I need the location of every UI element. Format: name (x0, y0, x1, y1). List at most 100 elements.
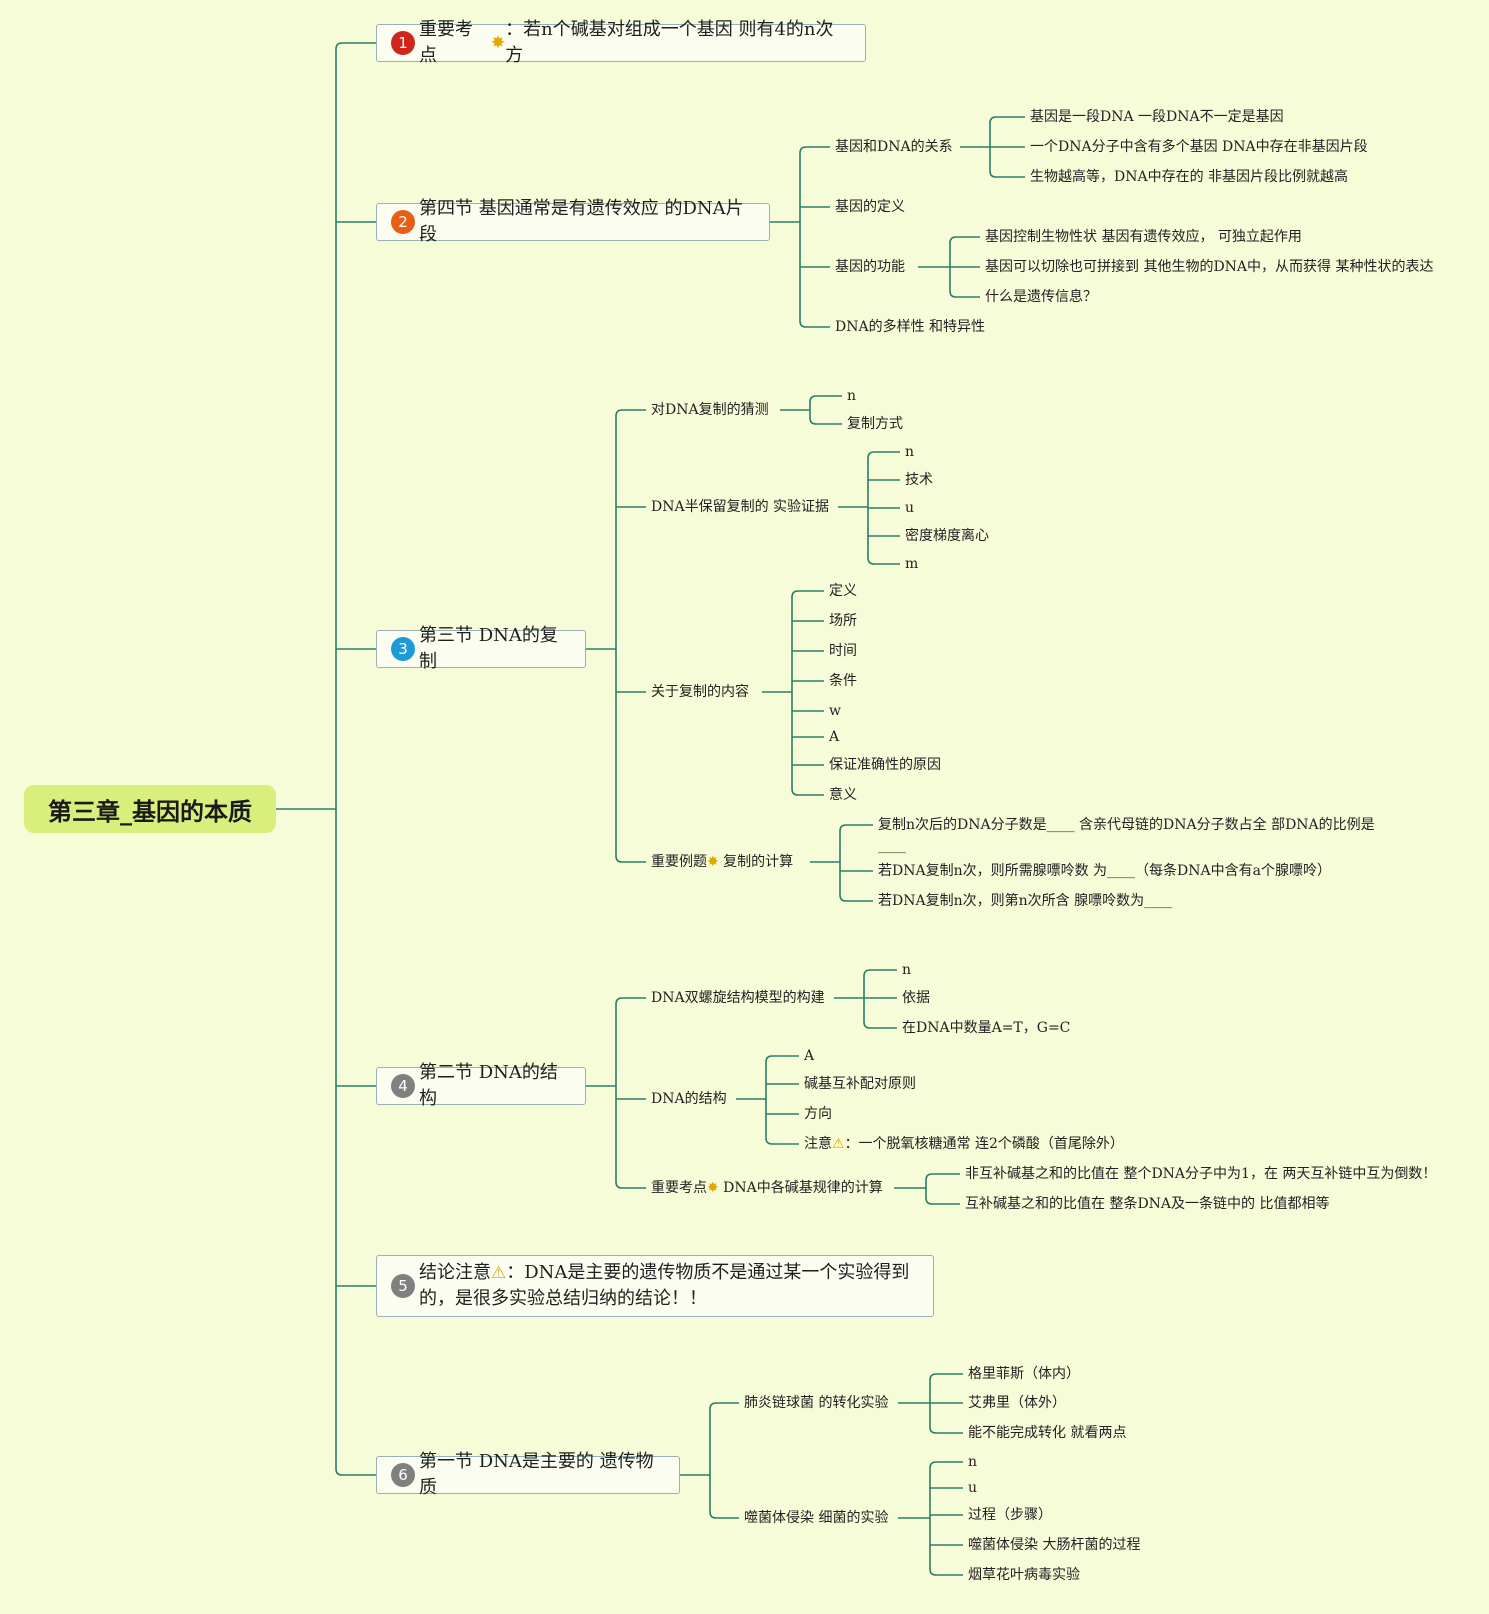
section-5-line1: ：DNA是主要的遗传物质不是通过某一个实验得到 (506, 1262, 910, 1283)
section-6-topic[interactable]: 6 第一节 DNA是主要的 遗传物质 (376, 1451, 680, 1498)
connector-line (839, 894, 873, 902)
leaf-semi-2[interactable]: 技术 (905, 472, 933, 488)
section-4-title: 第二节 DNA的结构 (419, 1062, 558, 1109)
leaf-pneu-2[interactable]: 艾弗里（体外） (968, 1395, 1066, 1411)
leaf-semi-4[interactable]: 密度梯度离心 (905, 528, 989, 544)
leaf-rel-3[interactable]: 生物越高等，DNA中存在的 非基因片段比例就越高 (1030, 169, 1349, 185)
leaf-rel-2[interactable]: 一个DNA分子中含有多个基因 DNA中存在非基因片段 (1030, 139, 1368, 155)
leaf-pneu-3[interactable]: 能不能完成转化 就看两点 (968, 1425, 1127, 1441)
connector-line (765, 1137, 799, 1145)
badge-5: 5 (391, 1274, 415, 1298)
connector-line (929, 1461, 963, 1469)
leaf-func-2[interactable]: 基因可以切除也可拼接到 其他生物的DNA中，从而获得 某种性状的表达 (985, 259, 1434, 275)
leaf-phage-5[interactable]: 烟草花叶病毒实验 (968, 1567, 1080, 1583)
leaf-guess-1[interactable]: n (847, 388, 857, 404)
leaf-semi-3[interactable]: u (905, 500, 915, 516)
badge-6: 6 (391, 1463, 415, 1487)
node-double-helix-model[interactable]: DNA双螺旋结构模型的构建 (651, 990, 825, 1006)
connector-line (709, 1511, 739, 1519)
connector-line (809, 417, 842, 425)
node-phage-experiment[interactable]: 噬菌体侵染 细菌的实验 (744, 1510, 889, 1526)
connector-line (791, 590, 824, 598)
leaf-func-1[interactable]: 基因控制生物性状 基因有遗传效应， 可独立起作用 (985, 229, 1302, 245)
star-icon: ✸ (490, 33, 506, 53)
leaf-pneu-1[interactable]: 格里菲斯（体内） (968, 1366, 1080, 1382)
leaf-struct-3[interactable]: 方向 (804, 1106, 832, 1122)
leaf-struct-note[interactable]: 注意⚠：一个脱氧核糖通常 连2个磷酸（首尾除外） (804, 1134, 1124, 1154)
leaf-content-2[interactable]: 场所 (829, 613, 857, 629)
leaf-ex-2[interactable]: 若DNA复制n次，则所需腺嘌呤数 为____（每条DNA中含有a个腺嘌呤） (878, 863, 1331, 879)
calc-pre: 重要考点 (651, 1180, 707, 1196)
connector-line (929, 1426, 963, 1434)
badge-4: 4 (391, 1074, 415, 1098)
warning-icon: ⚠ (832, 1136, 845, 1152)
node-semi-conservative[interactable]: DNA半保留复制的 实验证据 (651, 499, 830, 515)
leaf-calc-1[interactable]: 非互补碱基之和的比值在 整个DNA分子中为1，在 两天互补链中互为倒数！ (965, 1166, 1437, 1182)
leaf-struct-1[interactable]: A (804, 1048, 815, 1064)
calc-post: DNA中各碱基规律的计算 (718, 1180, 883, 1196)
section-5-pre: 结论注意 (419, 1262, 491, 1283)
node-replication-guess[interactable]: 对DNA复制的猜测 (651, 402, 769, 418)
section-5-line2: 的，是很多实验总结归纳的结论！！ (419, 1288, 707, 1309)
connector-line (929, 1568, 963, 1576)
connector-line (615, 1181, 646, 1189)
connector-line (949, 236, 980, 244)
node-base-calculation[interactable]: 重要考点✸ DNA中各碱基规律的计算 (651, 1178, 883, 1198)
connector-line (809, 395, 842, 403)
connector-line (867, 557, 900, 565)
leaf-phage-3[interactable]: 过程（步骤） (968, 1507, 1052, 1523)
leaf-phage-1[interactable]: n (968, 1454, 978, 1470)
connector-line (925, 1197, 960, 1205)
section-3-topic[interactable]: 3 第三节 DNA的复制 (376, 625, 586, 672)
leaf-content-5[interactable]: w (829, 703, 841, 719)
leaf-content-7[interactable]: 保证准确性的原因 (829, 757, 941, 773)
node-gene-dna-relation[interactable]: 基因和DNA的关系 (835, 139, 953, 155)
leaf-calc-2[interactable]: 互补碱基之和的比值在 整条DNA及一条链中的 比值都相等 (965, 1196, 1330, 1212)
leaf-struct-2[interactable]: 碱基互补配对原则 (804, 1076, 916, 1092)
leaf-content-3[interactable]: 时间 (829, 643, 857, 659)
section-2-topic[interactable]: 2 第四节 基因通常是有遗传效应 的DNA片段 (376, 198, 770, 245)
note-post: ：一个脱氧核糖通常 连2个磷酸（首尾除外） (844, 1136, 1124, 1152)
connector-line (863, 969, 897, 977)
node-dna-diversity[interactable]: DNA的多样性 和特异性 (835, 319, 986, 335)
badge-2: 2 (391, 210, 415, 234)
leaf-guess-2[interactable]: 复制方式 (847, 416, 903, 432)
section-1-topic[interactable]: 1 重要考点 ✸ ：若n个碱基对组成一个基因 则有4的n次方 (376, 19, 866, 66)
leaf-model-2[interactable]: 依据 (902, 990, 930, 1006)
connector-line (615, 855, 646, 863)
leaf-phage-4[interactable]: 噬菌体侵染 大肠杆菌的过程 (968, 1537, 1141, 1553)
leaf-model-3[interactable]: 在DNA中数量A=T，G=C (902, 1020, 1071, 1036)
leaf-phage-2[interactable]: u (968, 1480, 978, 1496)
leaf-semi-1[interactable]: n (905, 444, 915, 460)
leaf-ex-1[interactable]: 复制n次后的DNA分子数是____ 含亲代母链的DNA分子数占全 部DNA的比例… (878, 817, 1375, 833)
root-topic[interactable]: 第三章_基因的本质 (24, 785, 276, 833)
node-gene-function[interactable]: 基因的功能 (835, 259, 905, 275)
node-pneumococcus-experiment[interactable]: 肺炎链球菌 的转化实验 (744, 1395, 889, 1411)
leaf-content-1[interactable]: 定义 (829, 583, 857, 599)
node-replication-example[interactable]: 重要例题✸ 复制的计算 (651, 852, 793, 872)
warning-icon: ⚠ (491, 1263, 507, 1283)
leaf-semi-5[interactable]: m (905, 556, 919, 572)
example-pre: 重要例题 (651, 854, 707, 870)
leaf-ex-3[interactable]: 若DNA复制n次，则第n次所含 腺嘌呤数为____ (878, 893, 1173, 909)
root-label: 第三章_基因的本质 (48, 797, 252, 826)
node-gene-definition[interactable]: 基因的定义 (835, 199, 905, 215)
connector-line (949, 290, 980, 298)
connector-line (839, 824, 873, 832)
connector-line (791, 788, 824, 796)
leaf-content-4[interactable]: 条件 (829, 673, 857, 689)
section-4-topic[interactable]: 4 第二节 DNA的结构 (376, 1062, 586, 1109)
node-dna-structure[interactable]: DNA的结构 (651, 1091, 727, 1107)
leaf-func-3[interactable]: 什么是遗传信息？ (985, 289, 1097, 305)
leaf-model-1[interactable]: n (902, 962, 912, 978)
leaf-content-6[interactable]: A (829, 729, 840, 745)
example-post: 复制的计算 (718, 854, 794, 870)
leaf-content-8[interactable]: 意义 (829, 787, 857, 803)
connector-line (335, 1468, 376, 1476)
section-5-topic[interactable]: 5 结论注意⚠：DNA是主要的遗传物质不是通过某一个实验得到 的，是很多实验总结… (376, 1255, 934, 1317)
section-2-title: 第四节 基因通常是有遗传效应 的DNA片段 (419, 198, 744, 245)
leaf-rel-1[interactable]: 基因是一段DNA 一段DNA不一定是基因 (1030, 109, 1284, 125)
connector-line (615, 409, 646, 417)
badge-3: 3 (391, 637, 415, 661)
node-replication-content[interactable]: 关于复制的内容 (651, 684, 749, 700)
